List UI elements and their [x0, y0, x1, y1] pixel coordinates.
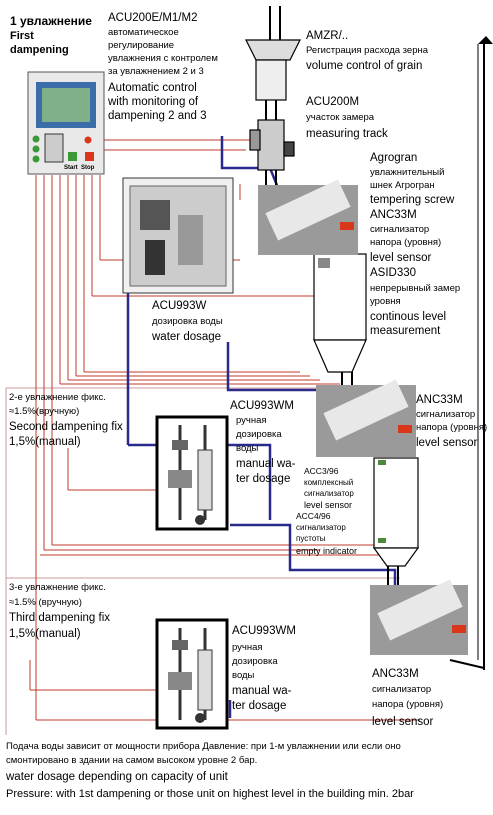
second-anc33m-ru-2: напора (уровня) [416, 422, 488, 433]
second-acu993wm-ru-2: дозировка [236, 429, 282, 440]
second-acu993wm-ru-3: воды [236, 443, 259, 454]
agrogran-ru-2: шнек Агрогран [370, 180, 435, 191]
acu200e-model: ACU200E/M1/M2 [108, 12, 198, 24]
asid330-ru-2: уровня [370, 296, 401, 307]
acu993w-ru: дозировка воды [152, 316, 223, 327]
agrogran-ru-1: увлажнительный [370, 167, 445, 178]
asid330-model: ASID330 [370, 267, 417, 279]
second-acu993wm-model: ACU993WM [230, 400, 294, 412]
acc3-model: ACC3/96 [304, 466, 339, 476]
third-en-1: Third dampening fix [9, 612, 110, 624]
third-anc33m-en: level sensor [372, 716, 434, 728]
acc4-ru-2: пустоты [296, 534, 326, 543]
footer-en-1: water dosage depending on capacity of un… [6, 771, 228, 783]
agrogran-en: tempering screw [370, 194, 455, 206]
third-acu993wm-en-2: ter dosage [232, 700, 287, 712]
amzr-en: volume control of grain [306, 60, 423, 72]
second-acu993wm-en-2: ter dosage [236, 473, 291, 485]
start-button[interactable]: Start [64, 165, 78, 171]
footer-ru-1: Подача воды зависит от мощности прибора … [6, 741, 401, 752]
second-ru-2: ≈1.5%(вручную) [9, 406, 80, 417]
third-acu993wm-ru-3: воды [232, 670, 255, 681]
stop-button[interactable]: Stop [81, 165, 95, 171]
acu200e-en-3: dampening 2 and 3 [108, 110, 207, 122]
third-acu993wm-model: ACU993WM [232, 625, 296, 637]
asid330-en-1: continous level [370, 311, 447, 323]
second-anc33m-en: level sensor [416, 437, 478, 449]
footer-en-2: Pressure: with 1st dampening or those un… [6, 788, 414, 800]
acc3-en: level sensor [304, 500, 353, 510]
second-en-1: Second dampening fix [9, 421, 123, 433]
second-ru-1: 2-е увлажнение фикс. [9, 392, 106, 403]
acu200e-ru-2: регулирование [108, 40, 175, 51]
third-en-2: 1,5%(manual) [9, 628, 81, 640]
anc33m-1-model: ANC33M [370, 209, 417, 221]
acc4-en: empty indicator [296, 546, 358, 556]
third-acu993wm-en-1: manual wa- [232, 685, 292, 697]
first-title-ru: 1 увлажнение [10, 14, 92, 28]
acu200e-en-2: with monitoring of [108, 96, 199, 108]
amzr-ru: Регистрация расхода зерна [306, 45, 429, 56]
second-anc33m-ru-1: сигнализатор [416, 409, 476, 420]
acu200e-ru-4: за увлажнением 2 и 3 [108, 66, 204, 77]
third-acu993wm-ru-2: дозировка [232, 656, 278, 667]
second-acu993wm-ru-1: ручная [236, 415, 267, 426]
third-ru-2: ≈1.5% (вручную) [9, 597, 82, 608]
second-en-2: 1,5%(manual) [9, 436, 81, 448]
first-title-en-2: dampening [10, 44, 69, 56]
acu993w-model: ACU993W [152, 300, 207, 312]
third-acu993wm-ru-1: ручная [232, 642, 263, 653]
acu200e-ru-3: увлажнения с контролем [108, 53, 218, 64]
acu200m-ru: участок замера [306, 112, 375, 123]
third-anc33m-ru-1: сигнализатор [372, 684, 432, 695]
acc3-ru-1: комплексный [304, 478, 354, 487]
acc4-model: ACC4/96 [296, 511, 331, 521]
anc33m-1-en: level sensor [370, 252, 432, 264]
amzr-model: AMZR/.. [306, 30, 349, 42]
acc4-ru-1: сигнализатор [296, 523, 346, 532]
third-anc33m-model: ANC33M [372, 668, 419, 680]
acu200m-en: measuring track [306, 128, 388, 140]
third-anc33m-ru-2: напора (уровня) [372, 699, 444, 710]
second-acu993wm-en-1: manual wa- [236, 458, 296, 470]
acu200m-model: ACU200M [306, 96, 360, 108]
agrogran-model: Agrogran [370, 152, 418, 164]
acu993w-en: water dosage [152, 331, 222, 343]
asid330-en-2: measurement [370, 325, 441, 337]
anc33m-1-ru-2: напора (уровня) [370, 237, 442, 248]
footer-ru-2: смонтировано в здании на самом высоком у… [6, 755, 258, 766]
anc33m-1-ru-1: сигнализатор [370, 224, 430, 235]
first-title-en-1: First [10, 30, 34, 42]
acu200e-ru-1: автоматическое [108, 27, 179, 38]
second-anc33m-model: ANC33M [416, 394, 463, 406]
acc3-ru-2: сигнализатор [304, 489, 354, 498]
asid330-ru-1: непрерывный замер [370, 283, 461, 294]
third-ru-1: 3-е увлажнение фикс. [9, 582, 106, 593]
acu200e-en-1: Automatic control [108, 82, 197, 94]
